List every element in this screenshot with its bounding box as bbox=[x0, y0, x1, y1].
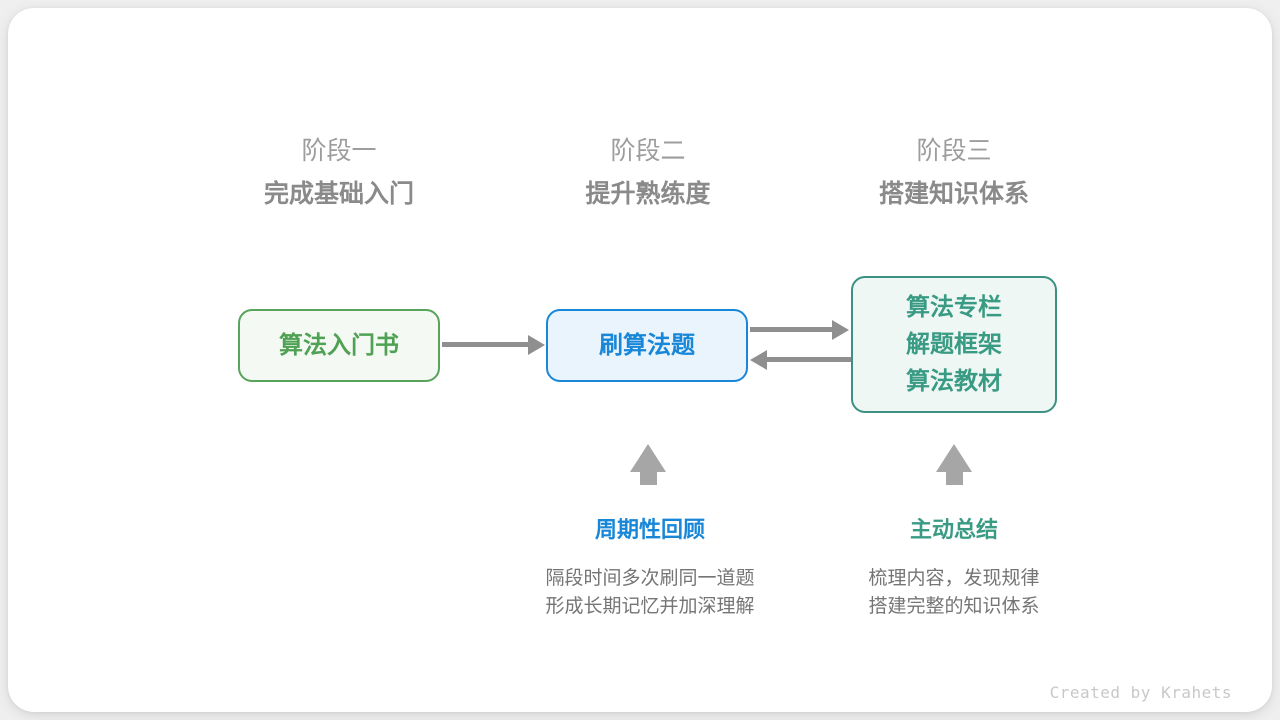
stage1-title: 完成基础入门 bbox=[263, 180, 415, 208]
node-knowledge-resources: 算法专栏 解题框架 算法教材 bbox=[851, 276, 1057, 413]
node-practice-problems: 刷算法题 bbox=[546, 309, 748, 382]
right-arrow-head-icon bbox=[832, 320, 849, 340]
annotation-periodic-review-desc-line1: 隔段时间多次刷同一道题 bbox=[545, 568, 755, 589]
right-arrow-icon bbox=[750, 327, 834, 332]
annotation-active-summary-desc: 梳理内容，发现规律 搭建完整的知识体系 bbox=[868, 565, 1039, 621]
annotation-periodic-review-label: 周期性回顾 bbox=[594, 517, 706, 542]
up-arrow-stem-icon bbox=[640, 471, 657, 485]
annotation-active-summary-label: 主动总结 bbox=[909, 517, 999, 542]
up-arrow-icon bbox=[630, 444, 666, 472]
right-arrow-head-icon bbox=[528, 335, 545, 355]
annotation-active-summary-desc-line1: 梳理内容，发现规律 bbox=[868, 568, 1040, 589]
stage3-title: 搭建知识体系 bbox=[878, 180, 1030, 208]
up-arrow-icon bbox=[936, 444, 972, 472]
left-arrow-head-icon bbox=[750, 350, 767, 370]
diagram-card: 阶段一 完成基础入门 阶段二 提升熟练度 阶段三 搭建知识体系 算法入门书 刷算… bbox=[8, 8, 1272, 712]
right-arrow-icon bbox=[442, 342, 530, 347]
node-resources-line1: 算法专栏 bbox=[906, 294, 1002, 321]
annotation-periodic-review-desc-line2: 形成长期记忆并加深理解 bbox=[545, 596, 755, 617]
node-resources-line3: 算法教材 bbox=[906, 368, 1002, 395]
stage3-number: 阶段三 bbox=[916, 137, 992, 165]
stage1-number: 阶段一 bbox=[301, 137, 377, 165]
stage2-title: 提升熟练度 bbox=[585, 180, 711, 208]
node-resources-line2: 解题框架 bbox=[906, 331, 1002, 358]
up-arrow-stem-icon bbox=[946, 471, 963, 485]
node-intro-book-label: 算法入门书 bbox=[279, 332, 399, 359]
left-arrow-icon bbox=[766, 357, 851, 362]
credit-text: Created by Krahets bbox=[1049, 683, 1232, 702]
node-practice-problems-label: 刷算法题 bbox=[599, 332, 695, 359]
node-intro-book: 算法入门书 bbox=[238, 309, 440, 382]
stage2-number: 阶段二 bbox=[610, 137, 686, 165]
annotation-active-summary-desc-line2: 搭建完整的知识体系 bbox=[868, 596, 1040, 617]
annotation-periodic-review-desc: 隔段时间多次刷同一道题 形成长期记忆并加深理解 bbox=[545, 565, 754, 621]
